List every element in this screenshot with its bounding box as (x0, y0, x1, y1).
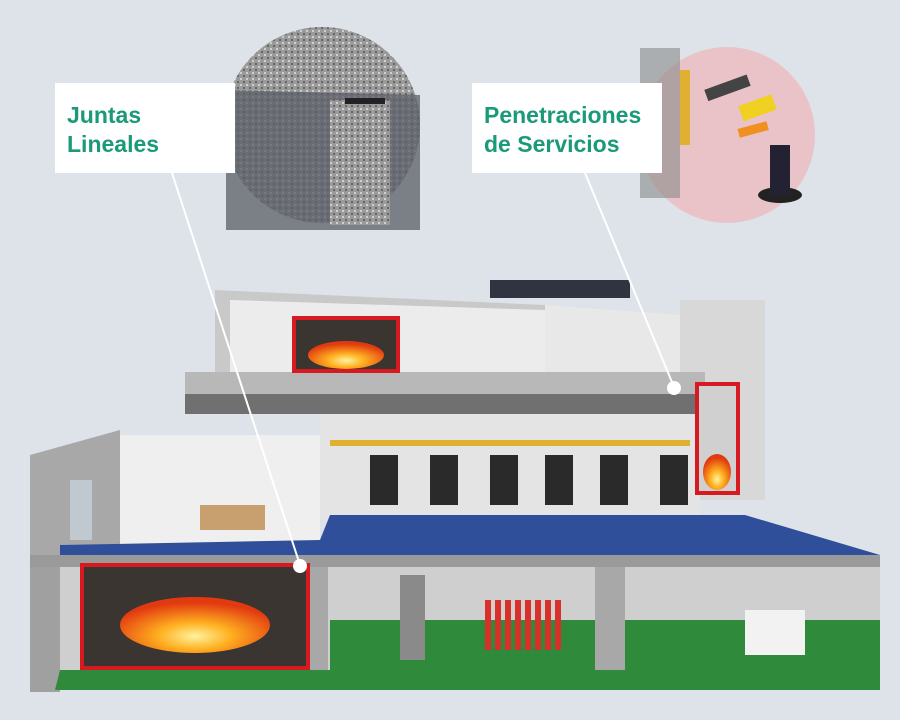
callout-service-penetrations: Penetraciones de Servicios (472, 83, 662, 173)
detail-image-linear-joints (224, 27, 420, 230)
callout-title-line1: Juntas (67, 102, 142, 128)
fire-zone-shaft (695, 382, 740, 495)
fire-zone-upper (292, 316, 400, 373)
leader-line-penetraciones (584, 172, 675, 388)
left-wing (30, 430, 320, 555)
blue-floor-slab (60, 515, 880, 555)
leader-line-juntas (171, 172, 301, 566)
callout-title-line1: Penetraciones (484, 102, 642, 128)
callout-linear-joints: Juntas Lineales (55, 83, 235, 173)
server-hall (320, 414, 700, 520)
marker-dot-juntas (293, 559, 307, 573)
marker-dot-penetraciones (667, 381, 681, 395)
callout-title-line2: Lineales (67, 131, 160, 157)
callout-title-line2: de Servicios (484, 131, 620, 157)
fire-zone-basement (80, 563, 310, 670)
detail-image-service-penetrations (639, 47, 815, 223)
